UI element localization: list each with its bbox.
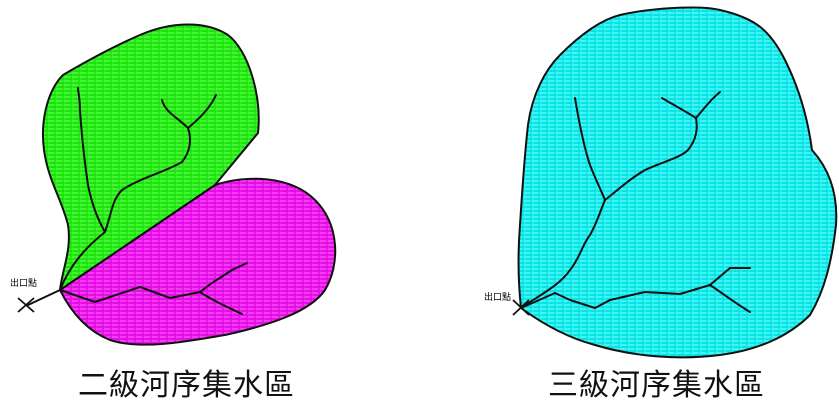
third-order-basin-area	[517, 6, 838, 359]
x-cross-icon	[512, 299, 530, 316]
x-cross-icon	[17, 297, 35, 313]
outlet-label: 出口點	[484, 291, 511, 303]
upper-basin-streams	[59, 87, 217, 291]
second-order-caption: 二級河序集水區	[78, 368, 295, 403]
second-order-diagram: 出口點	[10, 23, 337, 346]
third-order-streams	[520, 91, 751, 313]
upper-basin-area	[42, 23, 260, 291]
second-order-panel: 出口點 二級河序集水區	[0, 0, 420, 403]
lower-basin-area	[59, 177, 337, 346]
third-order-panel: 出口點 三級河序集水區	[420, 0, 839, 403]
outlet-label: 出口點	[10, 277, 37, 289]
third-order-diagram: 出口點	[484, 6, 838, 359]
third-order-caption: 三級河序集水區	[548, 368, 765, 403]
lower-basin-streams	[59, 262, 248, 315]
outlet-connector	[27, 289, 61, 306]
